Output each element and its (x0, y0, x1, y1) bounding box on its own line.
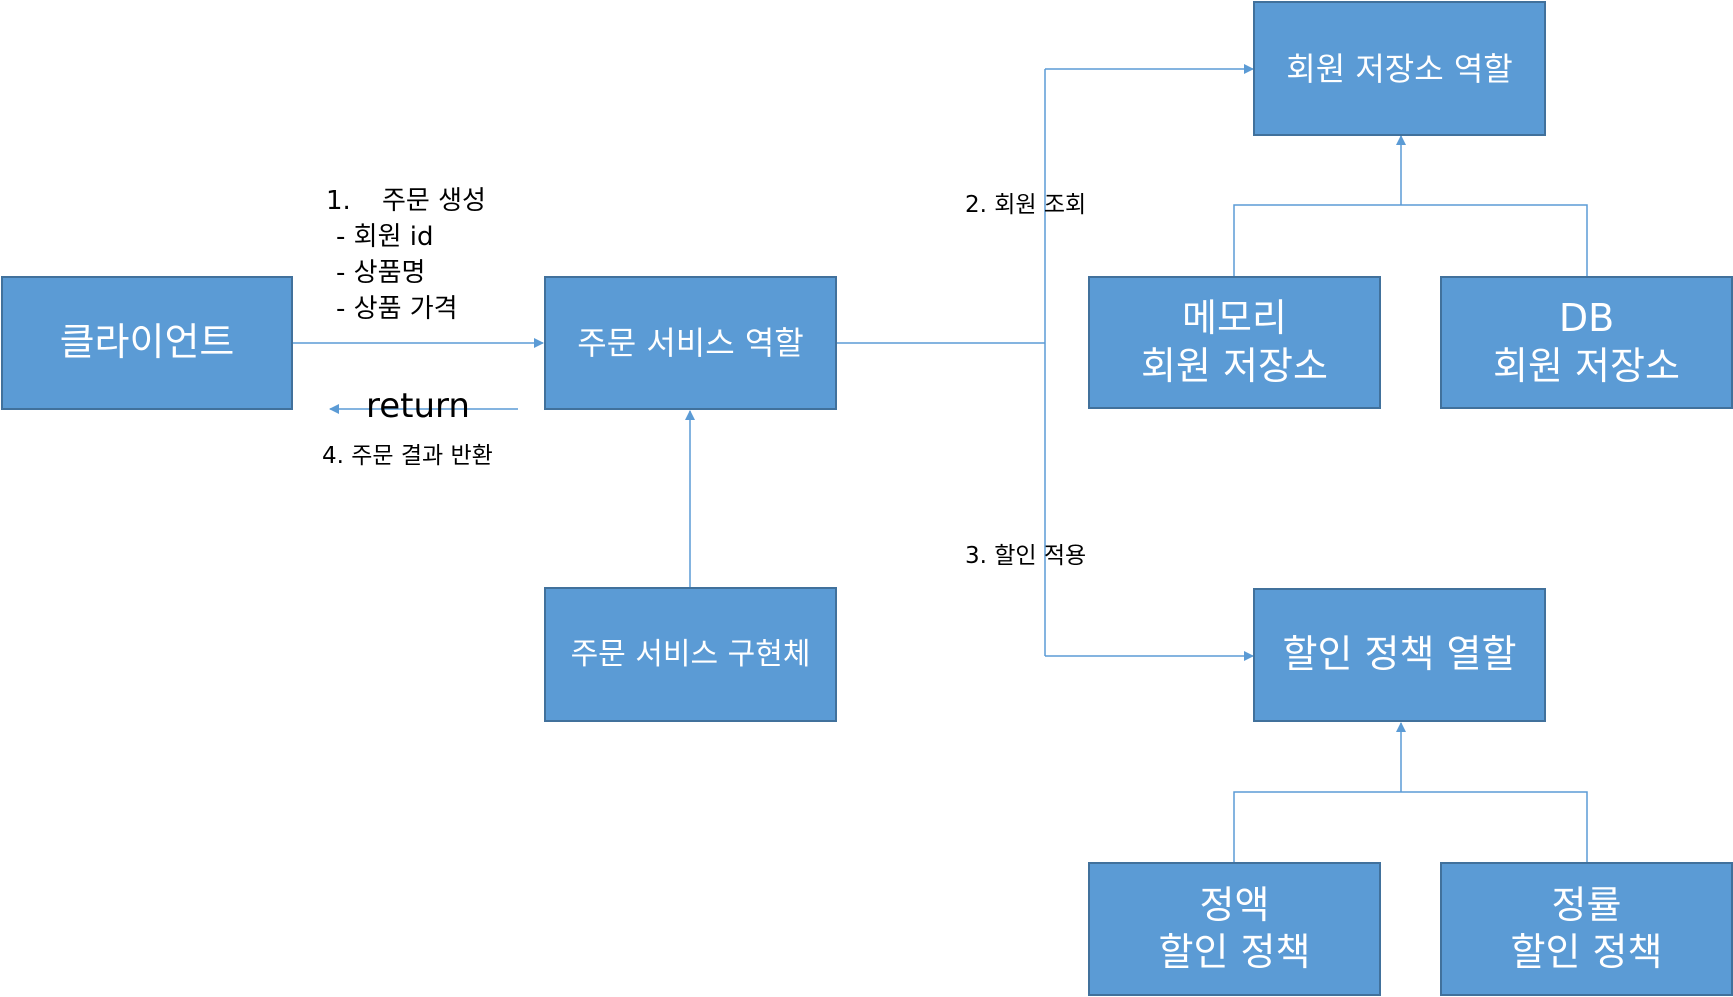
step1-title-row: 1. 주문 생성 (326, 183, 486, 219)
memory-repo-box: 메모리 회원 저장소 (1088, 276, 1381, 409)
member-repo-role-box: 회원 저장소 역할 (1253, 1, 1546, 136)
fixed-discount-line2: 할인 정책 (1158, 930, 1311, 974)
order-service-impl-label: 주문 서비스 구현체 (570, 636, 811, 672)
discount-role-box: 할인 정책 열할 (1253, 588, 1546, 722)
client-box: 클라이언트 (1, 276, 293, 410)
discount-impls-connector (1233, 791, 1588, 862)
step1-item-product-name: - 상품명 (336, 258, 426, 288)
rate-discount-line1: 정률 (1551, 882, 1622, 927)
step1-label-group: 1. 주문 생성 - 회원 id - 상품명 - 상품 가격 (326, 183, 486, 327)
fixed-discount-line1: 정액 (1199, 882, 1270, 927)
rate-discount-box: 정률 할인 정책 (1440, 862, 1733, 996)
step3-label: 3. 할인 적용 (965, 543, 1087, 569)
step2-label: 2. 회원 조회 (965, 192, 1087, 218)
db-repo-line1: DB (1558, 296, 1615, 340)
member-impls-connector (1233, 204, 1588, 276)
step1-number: 1. (326, 186, 351, 216)
step1-item-member-id: - 회원 id (336, 222, 434, 252)
fixed-discount-box: 정액 할인 정책 (1088, 862, 1381, 996)
memory-repo-line2: 회원 저장소 (1141, 343, 1328, 388)
order-service-role-box: 주문 서비스 역할 (544, 276, 837, 410)
client-label: 클라이언트 (59, 320, 235, 365)
db-repo-line2: 회원 저장소 (1493, 343, 1680, 388)
discount-role-label: 할인 정책 열할 (1282, 632, 1517, 677)
memory-repo-line1: 메모리 (1182, 296, 1287, 340)
order-service-impl-box: 주문 서비스 구현체 (544, 587, 837, 722)
member-repo-role-label: 회원 저장소 역할 (1286, 49, 1513, 88)
step1-item-product-price: - 상품 가격 (336, 294, 458, 324)
step1-title: 주문 생성 (382, 186, 486, 216)
rate-discount-line2: 할인 정책 (1510, 930, 1663, 974)
step4-label: 4. 주문 결과 반환 (322, 443, 493, 469)
db-repo-box: DB 회원 저장소 (1440, 276, 1733, 409)
return-label: return (366, 386, 470, 426)
order-service-role-label: 주문 서비스 역할 (577, 324, 804, 362)
